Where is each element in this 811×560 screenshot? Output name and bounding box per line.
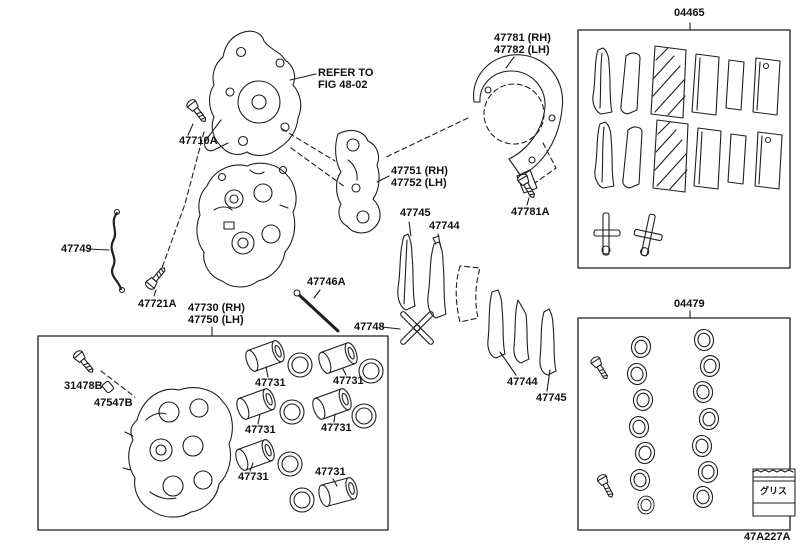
- piston-label-1: 47731: [255, 377, 286, 389]
- part-label-knuckle-bolt: 47710A: [179, 135, 218, 147]
- kit-label-04465: 04465: [674, 7, 705, 19]
- part-label-mount-bracket: 47751 (RH) 47752 (LH): [391, 165, 448, 189]
- seal-kit-box: [577, 310, 796, 531]
- caliper-bolt-drawing: [143, 263, 170, 297]
- refer-note: REFER TO FIG 48-02: [318, 67, 374, 91]
- wire-clip-drawing: [87, 208, 126, 294]
- corner-code: 47A227A: [744, 531, 791, 543]
- part-label-bleeder-cap: 47547B: [94, 397, 133, 409]
- part-label-pad-no1-lower: 47745: [536, 392, 567, 404]
- part-label-caliper-assy: 47730 (RH) 47750 (LH): [188, 302, 245, 326]
- part-label-dust-shield: 47781 (RH) 47782 (LH): [494, 32, 551, 56]
- part-label-bleeder-screw: 31478B: [64, 380, 103, 392]
- pads-lower-drawing: [487, 289, 557, 392]
- part-label-pad-no2-upper: 47744: [429, 220, 460, 232]
- shield-bolt-drawing: [515, 171, 539, 206]
- part-label-wire-clip: 47749: [61, 243, 92, 255]
- part-label-pad-spring: 47748: [354, 321, 385, 333]
- pad-kit-box: [577, 22, 791, 269]
- caliper-box: [37, 335, 389, 531]
- piston-label-6: 47731: [315, 466, 346, 478]
- part-label-shield-bolt: 47781A: [511, 206, 550, 218]
- piston-label-3: 47731: [245, 424, 276, 436]
- knuckle-bolt-drawing: [184, 97, 210, 136]
- piston-label-4: 47731: [321, 422, 352, 434]
- knuckle-drawing: [204, 30, 302, 157]
- part-label-retaining-pin: 47746A: [307, 276, 346, 288]
- grease-label: グリス: [760, 486, 788, 496]
- part-label-pad-no1-upper: 47745: [400, 207, 431, 219]
- retaining-pin-drawing: [293, 289, 340, 333]
- grease-packet: [752, 468, 796, 517]
- part-label-caliper-bolt: 47721A: [138, 298, 177, 310]
- part-label-pad-no2-lower: 47744: [507, 376, 538, 388]
- piston-label-2: 47731: [333, 375, 364, 387]
- mount-bracket-drawing: [335, 129, 390, 234]
- pads-upper-drawing: [397, 221, 481, 323]
- piston-label-5: 47731: [238, 471, 269, 483]
- kit-label-04479: 04479: [674, 298, 705, 310]
- caliper-drawing: [196, 162, 297, 337]
